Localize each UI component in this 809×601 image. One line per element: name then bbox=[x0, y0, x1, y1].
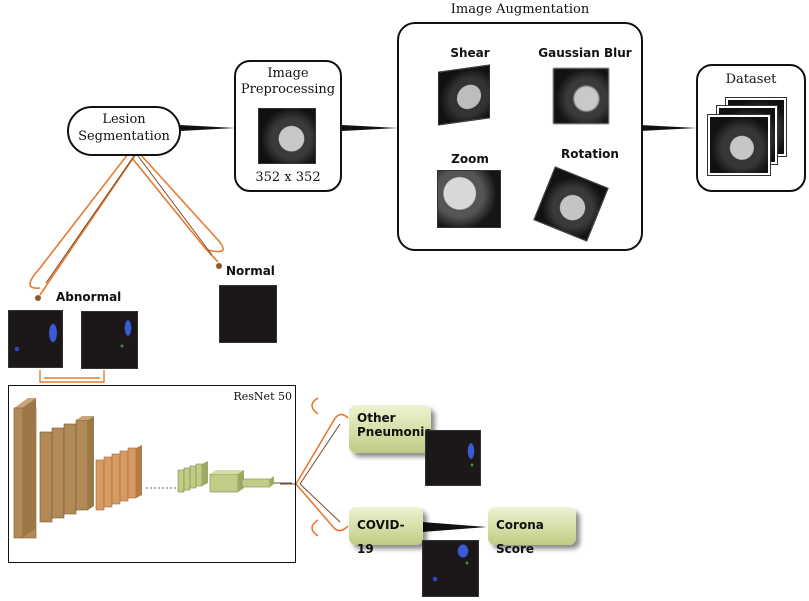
corona-score-label: Corona Score bbox=[488, 507, 576, 556]
abnormal-mask-image-2 bbox=[81, 311, 138, 369]
preprocessing-size: 352 x 352 bbox=[255, 170, 321, 185]
abnormal-label: Abnormal bbox=[56, 290, 122, 304]
abnormal-mask-image-1 bbox=[8, 310, 63, 368]
other-pneumonia-line2: Pneumonia bbox=[357, 425, 433, 439]
rotation-label: Rotation bbox=[561, 147, 619, 161]
output-fork bbox=[295, 397, 349, 537]
shear-label: Shear bbox=[450, 46, 490, 60]
normal-mask-image bbox=[219, 285, 277, 343]
preprocessing-title-line2: Preprocessing bbox=[240, 82, 336, 97]
dataset-title: Dataset bbox=[725, 72, 777, 87]
shear-ct-image bbox=[438, 64, 490, 126]
other-pneumonia-line1: Other bbox=[357, 411, 396, 425]
abnormal-node bbox=[35, 295, 41, 301]
normal-label: Normal bbox=[226, 264, 275, 278]
preprocessing-title-line1: Image bbox=[267, 66, 309, 81]
segmentation-box bbox=[67, 106, 181, 156]
augmentation-title: Image Augmentation bbox=[450, 2, 590, 17]
connector-covid-score bbox=[422, 522, 487, 532]
abnormal-to-resnet bbox=[39, 370, 105, 383]
gaussian-blur-ct-image bbox=[553, 68, 609, 124]
covid-19-label: COVID-19 bbox=[349, 507, 423, 556]
other-pneumonia-mask-image bbox=[425, 430, 481, 486]
connector-preprocessing-segmentation bbox=[180, 125, 235, 131]
segmentation-title-line2: Segmentation bbox=[78, 129, 170, 144]
normal-node bbox=[216, 263, 222, 269]
zoom-label: Zoom bbox=[451, 152, 489, 166]
segmentation-title-line1: Lesion bbox=[102, 112, 146, 127]
gaussian-blur-label: Gaussian Blur bbox=[538, 46, 632, 60]
other-pneumonia-label: Other Pneumonia bbox=[349, 405, 433, 453]
resnet-box bbox=[8, 385, 296, 563]
zoom-ct-image bbox=[437, 170, 501, 228]
resnet-title: ResNet 50 bbox=[233, 390, 293, 403]
connector-augmentation-preprocessing bbox=[342, 125, 398, 131]
segmentation-branches bbox=[29, 153, 224, 296]
covid-19-mask-image bbox=[422, 540, 479, 597]
preprocessed-ct-image bbox=[258, 108, 316, 164]
resnet-blocks bbox=[13, 398, 292, 539]
dataset-stack-front bbox=[707, 114, 771, 176]
connector-dataset-augmentation bbox=[640, 125, 697, 131]
